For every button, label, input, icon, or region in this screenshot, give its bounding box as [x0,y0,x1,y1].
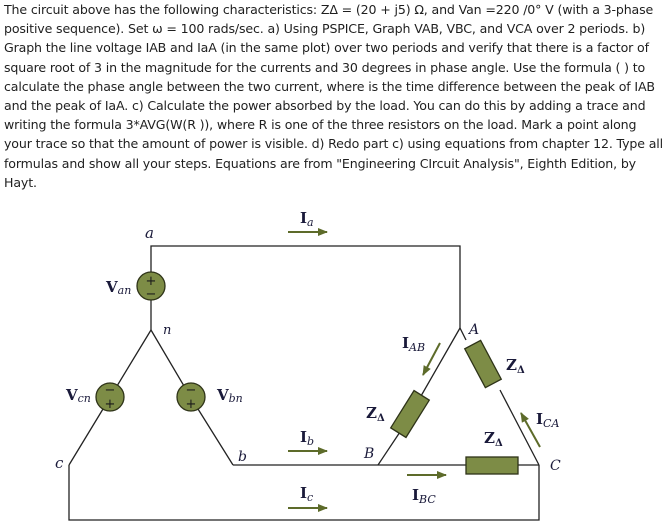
label-ica: ICA [536,410,559,430]
label-z-bc: ZΔ [484,429,503,449]
current-arrows [288,228,541,512]
svg-text:−: − [186,383,197,398]
arrow-ica [520,412,541,448]
source-van: + − [136,271,166,302]
svg-text:−: − [105,383,116,398]
wire-a-zab [420,327,461,397]
source-vcn: − + [95,382,125,412]
wire-vcn-c [68,408,104,466]
label-ib: Ib [300,428,314,448]
problem-statement: The circuit above has the following char… [4,0,664,192]
wire-c-line [68,465,540,521]
wire-zca-c [499,389,540,466]
wires [68,245,540,521]
node-label-a: a [145,224,154,242]
svg-text:+: + [146,274,157,289]
node-label-C: C [550,458,561,474]
wire-a-zca [459,327,467,341]
label-ibc: IBC [412,486,436,506]
node-label-c: c [55,454,64,472]
node-label-n: n [163,323,171,338]
label-z-ab: ZΔ [366,404,385,424]
label-vbn: Vbn [216,386,243,405]
svg-text:+: + [105,397,116,412]
wire-zab-b [377,431,401,466]
svg-text:+: + [186,397,197,412]
source-vbn: − + [176,382,206,412]
label-vcn: Vcn [65,386,91,405]
problem-text: The circuit above has the following char… [4,2,663,190]
node-label-A: A [467,322,479,338]
label-van: Van [105,278,131,297]
label-ia: Ia [300,209,314,229]
wire-n-vcn [116,329,152,387]
label-ic: Ic [300,484,313,504]
svg-text:−: − [146,287,157,302]
arrow-iab [422,342,441,376]
impedance-ab [389,389,431,439]
label-iab: IAB [402,334,425,354]
impedance-bc [465,456,519,475]
label-z-ca: ZΔ [506,356,525,376]
wire-vbn-b [197,408,234,466]
impedance-ca [463,339,503,389]
wire-n-vbn [150,329,185,387]
wire-a-line [150,245,461,328]
node-label-B: B [363,446,374,462]
node-label-b: b [238,449,247,465]
